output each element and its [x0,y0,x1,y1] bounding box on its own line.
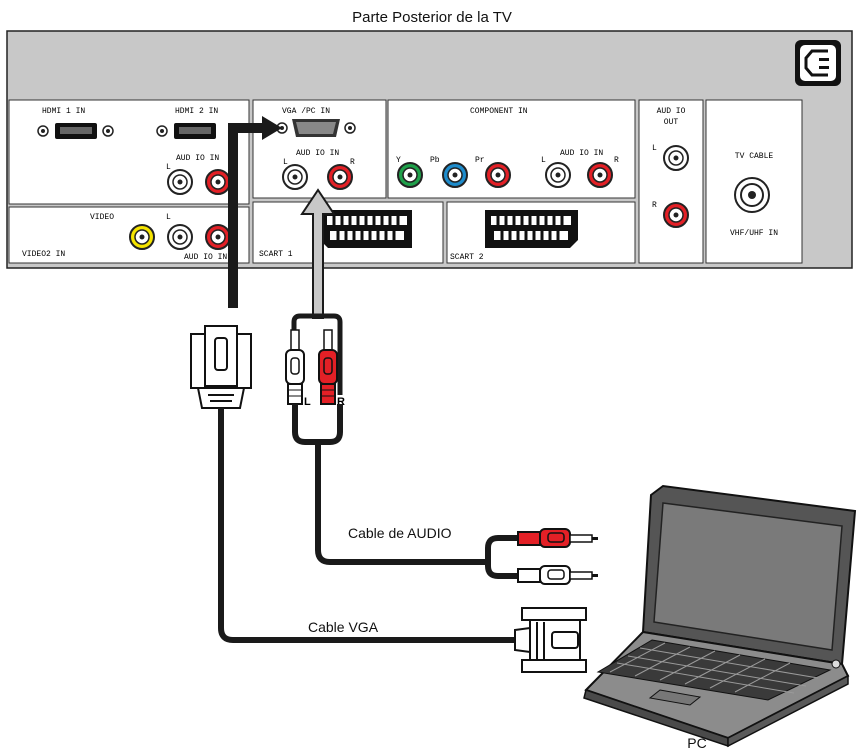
tv-back-panel: HDMI 1 IN HDMI 2 IN AUD IO IN L VIDEO [6,30,853,269]
hdmi1-port[interactable] [37,123,114,139]
audio-rca-plugs-tv-side [285,313,343,405]
plug-right-label: R [337,396,345,408]
video-l-label: L [166,213,171,222]
vga-pc-port[interactable] [276,119,356,137]
vga-cable-label: Cable VGA [308,619,379,635]
video-label: VIDEO [90,213,114,222]
audio-out-r-label: R [652,201,657,210]
power-inlet-icon [795,40,841,86]
vga-audio-l-label: L [283,158,288,167]
vga-pc-section [252,99,387,199]
hdmi2-label: HDMI 2 IN [175,107,218,116]
vga-pc-in-label: VGA /PC IN [282,107,330,116]
component-pr-jack[interactable] [485,162,511,188]
video2-audio-in-label: AUD IO IN [184,253,227,262]
video-composite-jack[interactable] [129,224,155,250]
component-audio-l-jack[interactable] [545,162,571,188]
audio-rca-plugs-pc-side [517,528,598,585]
laptop-icon [583,484,857,748]
audio-cable-split [485,535,520,579]
scart1-port[interactable] [320,210,412,248]
component-y-jack[interactable] [397,162,423,188]
vga-audio-l-jack[interactable] [282,164,308,190]
audio-out-l-label: L [652,144,657,153]
audio-out-section [638,99,704,264]
pc-label: PC [687,735,706,751]
video2-in-label: VIDEO2 IN [22,250,65,259]
scart2-label: SCART 2 [450,253,484,262]
tv-cable-label: TV CABLE [735,152,774,161]
scart1-label: SCART 1 [259,250,293,259]
component-audio-r-jack[interactable] [587,162,613,188]
vga-plug-tv-side [190,325,252,409]
vga-cable [218,408,518,643]
hdmi-audio-in-label: AUD IO IN [176,154,219,163]
component-audio-r-label: R [614,156,619,165]
component-audio-l-label: L [541,156,546,165]
audio-cable [292,404,488,565]
vga-audio-r-jack[interactable] [327,164,353,190]
audio-cable-label: Cable de AUDIO [348,525,452,541]
video2-audio-r-jack[interactable] [205,224,231,250]
hdmi-audio-l-label: L [166,163,171,172]
vhf-uhf-in-label: VHF/UHF IN [730,229,778,238]
hdmi-audio-l-jack[interactable] [167,169,193,195]
vga-audio-in-label: AUD IO IN [296,149,339,158]
component-pb-jack[interactable] [442,162,468,188]
component-audio-in-label: AUD IO IN [560,149,603,158]
audio-out-label-2: OUT [664,118,679,127]
video2-audio-l-jack[interactable] [167,224,193,250]
component-in-label: COMPONENT IN [470,107,528,116]
component-pb-label: Pb [430,156,440,165]
audio-out-r-jack[interactable] [663,202,689,228]
plug-left-label: L [304,396,311,408]
diagram-title: Parte Posterior de la TV [352,9,512,26]
vga-plug-pc-side [514,607,587,673]
antenna-port[interactable] [734,177,770,213]
audio-out-l-jack[interactable] [663,145,689,171]
component-pr-label: Pr [475,156,485,165]
hdmi-audio-r-jack[interactable] [205,169,231,195]
hdmi1-label: HDMI 1 IN [42,107,85,116]
component-y-label: Y [396,156,401,165]
vga-audio-r-label: R [350,158,355,167]
audio-out-label-1: AUD IO [657,107,686,116]
scart2-port[interactable] [485,210,578,248]
vga-connection-arrow [228,116,282,308]
audio-connection-arrow [300,188,336,319]
hdmi2-port[interactable] [156,123,216,139]
